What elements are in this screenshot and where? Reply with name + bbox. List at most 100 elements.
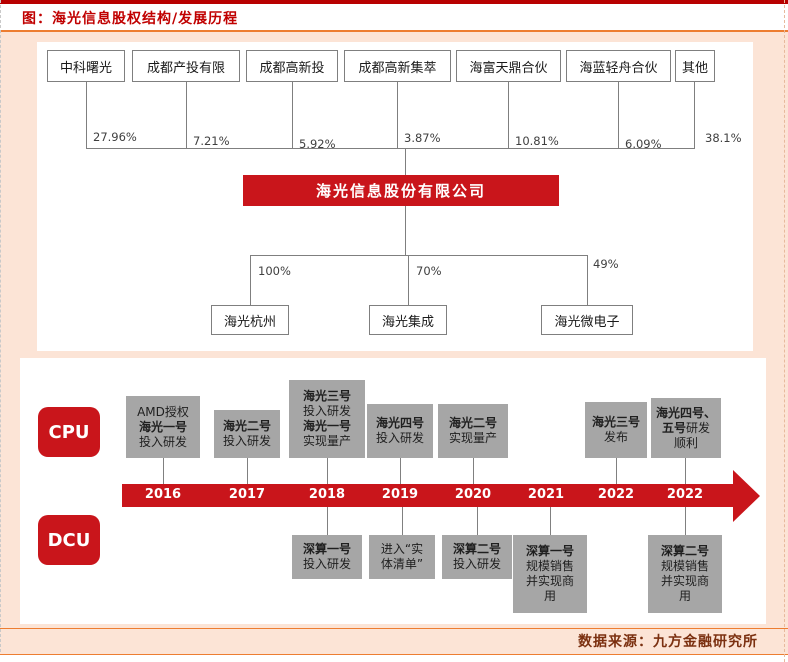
development-timeline-panel: CPU DCU AMD授权 海光一号 投入研发 海光二号 投入研发 海光三号 投…: [20, 358, 766, 624]
milestone-line: 实现量产: [302, 434, 351, 448]
milestone-line: 深算二号: [452, 542, 501, 556]
connector-line: [694, 82, 695, 148]
connector-line: [292, 82, 293, 148]
milestone-line: 发布: [603, 430, 628, 444]
dcu-milestone-box: 深算二号 投入研发: [442, 535, 512, 579]
dcu-badge-label: DCU: [47, 529, 91, 551]
milestone-line: 海光二号: [222, 419, 271, 433]
cpu-milestone-box: 海光二号 实现量产: [438, 404, 508, 458]
milestone-line: 投入研发: [222, 434, 271, 448]
subsidiary-box: 海光集成: [369, 305, 447, 335]
milestone-line: 海光二号: [448, 416, 497, 430]
milestone-line: 投入研发: [375, 431, 424, 445]
connector-line: [685, 458, 686, 484]
subsidiary-box: 海光杭州: [211, 305, 289, 335]
cpu-milestone-box: 海光三号 投入研发 海光一号 实现量产: [289, 380, 365, 458]
ownership-pct: 5.92%: [299, 137, 336, 151]
title-underline-rule: [0, 30, 788, 32]
shareholder-box: 海富天鼎合伙: [456, 50, 561, 82]
timeline-arrowhead-icon: [733, 470, 760, 522]
ownership-pct: 3.87%: [404, 131, 441, 145]
shareholder-label: 成都高新集萃: [358, 60, 437, 76]
connector-line: [550, 507, 551, 535]
connector-line: [473, 458, 474, 484]
milestone-line: AMD授权: [137, 404, 189, 419]
ownership-pct: 27.96%: [93, 130, 137, 144]
connector-line: [408, 255, 409, 305]
cpu-milestone-box: 海光二号 投入研发: [214, 410, 280, 458]
connector-line: [587, 255, 588, 305]
year-label: 2022: [597, 487, 635, 502]
milestone-line: 投入研发: [302, 404, 351, 418]
milestone-line: 并实现商: [660, 574, 709, 588]
shareholder-box: 海蓝轻舟合伙: [566, 50, 671, 82]
title-band: [0, 4, 788, 30]
company-name: 海光信息股份有限公司: [315, 182, 486, 200]
milestone-line: 实现量产: [448, 431, 497, 445]
milestone-line: 投入研发: [302, 557, 351, 571]
connector-line: [618, 82, 619, 148]
milestone-line: 海光四号、: [655, 405, 716, 420]
milestone-line: 体清单”: [380, 557, 424, 571]
shareholder-label: 海富天鼎合伙: [469, 60, 548, 76]
figure-title: 图：海光信息股权结构/发展历程: [22, 11, 239, 27]
connector-line: [250, 255, 251, 305]
subsidiary-label: 海光杭州: [223, 314, 276, 330]
cpu-milestone-box: AMD授权 海光一号 投入研发: [126, 396, 200, 458]
shareholder-label: 成都产投有限: [146, 60, 225, 76]
connector-line: [186, 82, 187, 148]
dcu-badge: DCU: [38, 515, 100, 565]
company-box: 海光信息股份有限公司: [243, 175, 559, 206]
shareholder-label: 中科曙光: [59, 60, 112, 76]
shareholder-label: 其他: [681, 60, 708, 76]
left-dashed-guide: [0, 0, 2, 662]
milestone-line: 用: [678, 589, 691, 603]
connector-line: [402, 507, 403, 535]
ownership-pct: 49%: [593, 257, 619, 271]
milestone-line-part: 五号: [661, 420, 686, 435]
year-label: 2020: [454, 487, 492, 502]
footer-band: [0, 655, 788, 662]
ownership-pct: 38.1%: [705, 131, 742, 145]
shareholder-box: 中科曙光: [47, 50, 125, 82]
connector-line: [327, 507, 328, 535]
dcu-milestone-box: 进入“实 体清单”: [369, 535, 435, 579]
milestone-line: 进入“实: [380, 542, 424, 556]
connector-line: [397, 82, 398, 148]
milestone-line: 海光一号: [138, 419, 187, 434]
ownership-pct: 100%: [258, 264, 291, 278]
year-label: 2017: [228, 487, 266, 502]
dcu-milestone-box: 深算一号 规模销售 并实现商 用: [513, 535, 587, 613]
connector-line: [685, 507, 686, 535]
ownership-pct: 10.81%: [515, 134, 559, 148]
milestone-line: 五号研发: [662, 421, 710, 436]
shareholder-box: 成都高新投: [246, 50, 338, 82]
cpu-badge: CPU: [38, 407, 100, 457]
connector-line: [405, 206, 406, 255]
ownership-pct: 70%: [416, 264, 442, 278]
right-dashed-guide: [784, 0, 786, 662]
milestone-line: 投入研发: [452, 557, 501, 571]
year-label: 2016: [144, 487, 182, 502]
connector-line: [327, 458, 328, 484]
milestone-line: 用: [543, 589, 556, 603]
shareholder-label: 海蓝轻舟合伙: [579, 60, 658, 76]
milestone-line: 顺利: [673, 435, 698, 450]
milestone-line: 规模销售: [525, 559, 574, 573]
connector-line: [163, 458, 164, 484]
connector-line: [508, 82, 509, 148]
connector-line: [616, 458, 617, 484]
year-label: 2021: [527, 487, 565, 502]
connector-line: [86, 82, 87, 148]
connector-line: [400, 458, 401, 484]
subsidiary-box: 海光微电子: [541, 305, 633, 335]
shareholder-label: 成都高新投: [259, 60, 325, 76]
dcu-milestone-box: 深算一号 投入研发: [292, 535, 362, 579]
connector-line: [247, 458, 248, 484]
year-label: 2018: [308, 487, 346, 502]
cpu-milestone-box: 海光四号、 五号研发 顺利: [651, 398, 721, 458]
cpu-milestone-box: 海光三号 发布: [585, 402, 647, 458]
milestone-line: 投入研发: [138, 434, 187, 449]
dcu-milestone-box: 深算二号 规模销售 并实现商 用: [648, 535, 722, 613]
milestone-line-part: 研发: [686, 420, 711, 435]
